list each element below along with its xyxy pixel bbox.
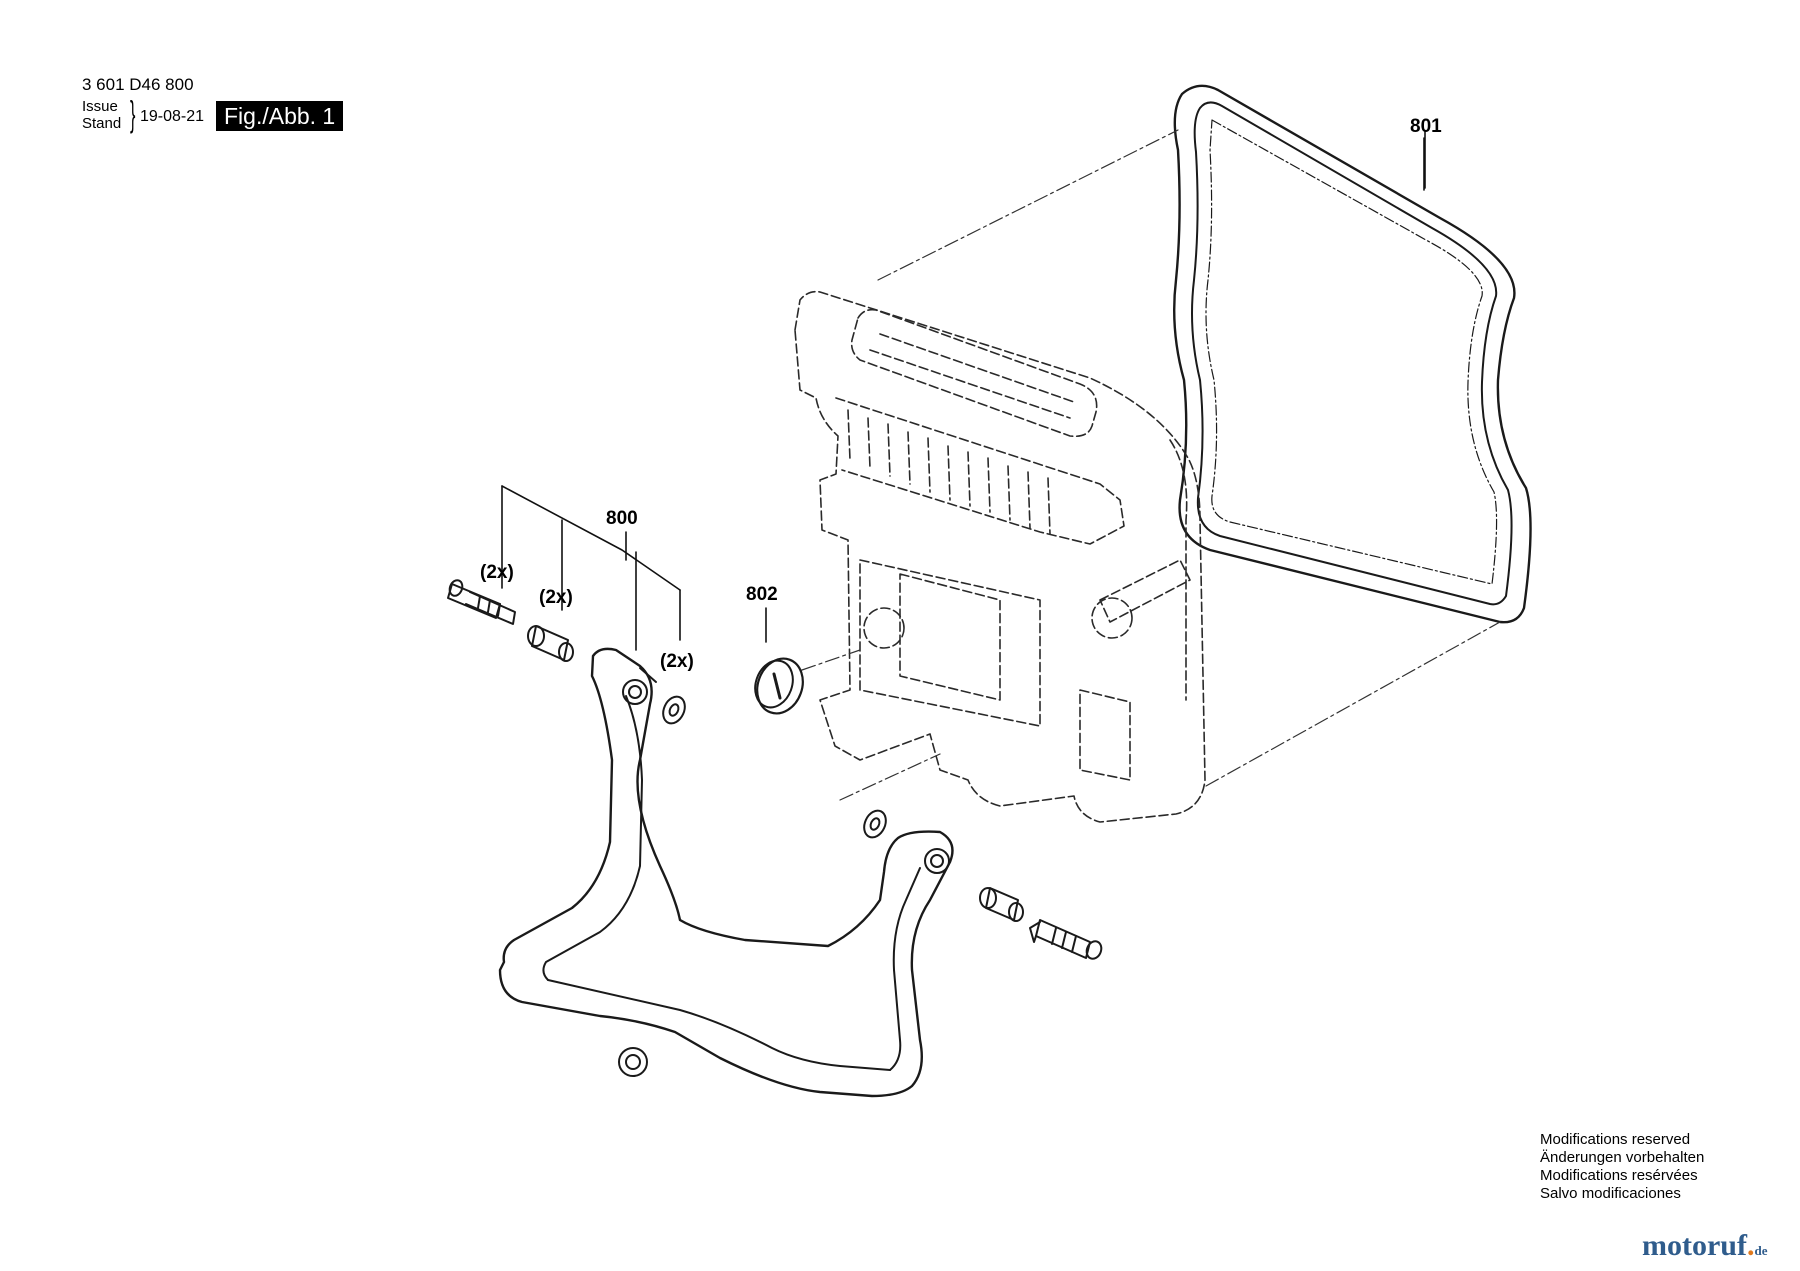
notice-line-de: Änderungen vorbehalten	[1540, 1149, 1705, 1166]
cap-802	[754, 657, 804, 715]
callout-qty-sleeve: (2x)	[539, 587, 573, 608]
screw-left	[447, 579, 516, 625]
part-number: 3 601 D46 800	[82, 75, 194, 94]
leader-lines	[501, 131, 1426, 651]
washer-right	[863, 809, 887, 839]
issue-date: 19-08-21	[140, 108, 205, 125]
issue-stand-labels: Issue Stand	[82, 98, 121, 132]
watermark-tld: de	[1754, 1243, 1768, 1258]
callout-802: 802	[746, 584, 778, 605]
sleeve-right	[979, 887, 1024, 922]
washer-left	[662, 695, 686, 725]
brace-glyph: }	[130, 93, 136, 134]
callout-801: 801	[1410, 116, 1442, 137]
modifications-notice: Modifications reserved Änderungen vorbeh…	[1540, 1131, 1704, 1203]
assembly-lines	[801, 129, 1501, 801]
callout-qty-washer: (2x)	[660, 651, 694, 672]
watermark-main: motoruf	[1642, 1229, 1747, 1262]
frame-seal-801	[1173, 84, 1532, 624]
callout-800: 800	[606, 508, 638, 529]
notice-line-en: Modifications reserved	[1540, 1131, 1691, 1148]
watermark-logo: motoruf.de	[1642, 1229, 1768, 1262]
issue-label: Issue	[82, 98, 118, 115]
screw-right	[1029, 919, 1103, 960]
notice-line-fr: Modifications resérvées	[1540, 1167, 1698, 1184]
housing-phantom-outline	[794, 290, 1206, 823]
stand-label: Stand	[82, 115, 122, 132]
notice-line-es: Salvo modificaciones	[1540, 1185, 1681, 1202]
sleeve-left	[527, 625, 574, 662]
callout-qty-screw: (2x)	[480, 562, 514, 583]
figure-label: Fig./Abb. 1	[216, 101, 344, 131]
stand-handle-800	[498, 647, 954, 1098]
